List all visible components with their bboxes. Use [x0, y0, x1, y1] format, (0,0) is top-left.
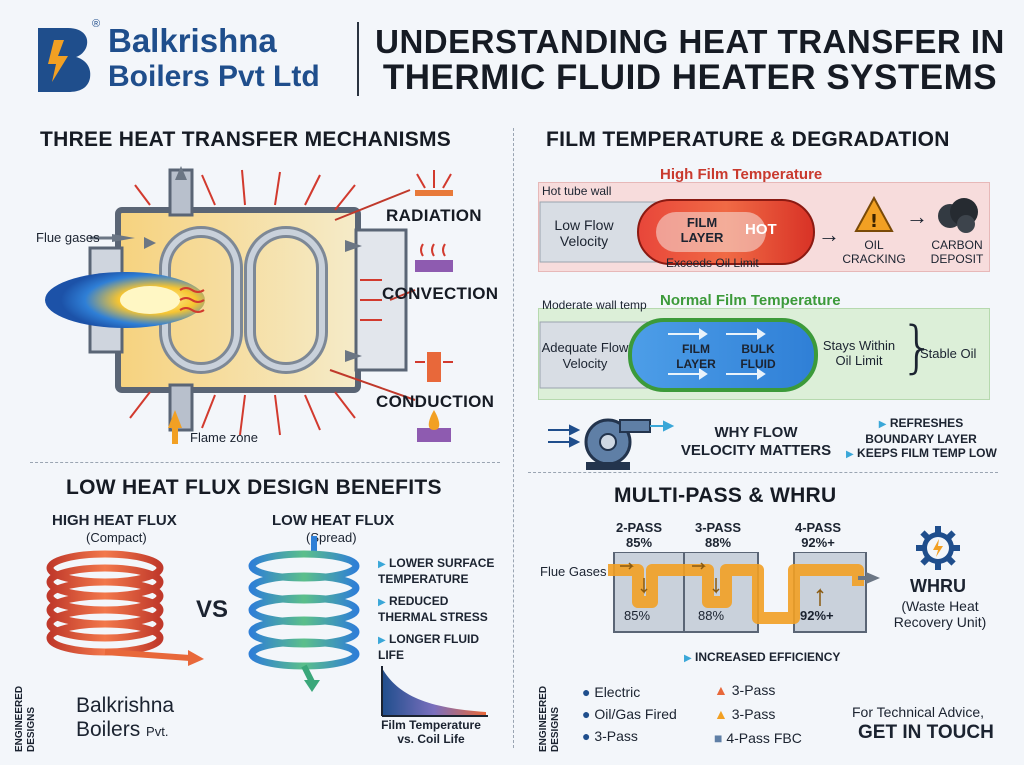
carbon-deposit-icon — [938, 198, 978, 233]
convection-label: CONVECTION — [382, 284, 499, 303]
registered-mark: ® — [92, 18, 101, 30]
bullet-triangle-icon: ▶ — [684, 653, 692, 664]
design-3pass-b: ▲ 3-Pass — [714, 682, 776, 698]
normal-film-title: Normal Film Temperature — [660, 292, 841, 309]
inner-88: 88% — [698, 608, 725, 623]
flame-zone-label: Flame zone — [190, 430, 258, 445]
dot-icon: ● — [582, 684, 591, 700]
radiation-label: RADIATION — [386, 206, 482, 225]
film-layer-label: FILM LAYER — [680, 215, 724, 245]
vs-label: VS — [196, 596, 229, 623]
spread-coil — [248, 536, 360, 692]
flame-icon: ▲ — [714, 682, 728, 698]
inner-92: 92%+ — [800, 608, 834, 623]
high-film-tube — [539, 199, 815, 265]
engineered-designs-vertical-left: ENGINEERED DESIGNS — [14, 685, 37, 752]
normal-film-tube — [539, 318, 818, 392]
design-4pass-fbc: ■ 4-Pass FBC — [714, 730, 802, 746]
arrow-to-cracking: → — [818, 222, 840, 247]
design-oilgas: ● Oil/Gas Fired — [582, 706, 677, 722]
design-3pass-c: ▲ 3-Pass — [714, 706, 776, 722]
brand-name-line2: Boilers Pvt Ltd — [108, 60, 320, 93]
increased-efficiency: ▶ INCREASED EFFICIENCY — [684, 650, 841, 664]
bullet-triangle-icon: ▶ — [378, 559, 386, 570]
bullet-triangle-icon: ▶ — [846, 449, 854, 460]
keeps-low-bullet: ▶ KEEPS FILM TEMP LOW — [846, 446, 997, 460]
whru-full-label: (Waste Heat Recovery Unit) — [893, 598, 987, 630]
warning-icon: ! — [854, 195, 894, 232]
brand-name-line1: Balkrishna — [108, 22, 277, 59]
pump-icon — [548, 418, 675, 470]
flux-title: LOW HEAT FLUX DESIGN BENEFITS — [66, 476, 442, 499]
left-horizontal-divider — [30, 462, 500, 463]
drop-icon: ▲ — [714, 706, 728, 722]
stable-oil-label: Stable Oil — [920, 346, 977, 361]
low-flow-label: Low Flow Velocity — [554, 217, 614, 249]
life-curve-graph — [381, 666, 488, 717]
contact-cta[interactable]: GET IN TOUCH — [858, 722, 994, 743]
why-flow-label: WHY FLOW VELOCITY MATTERS — [680, 424, 832, 459]
logo-b-icon — [38, 28, 91, 92]
right-horizontal-divider — [528, 472, 998, 473]
compact-label: (Compact) — [86, 530, 147, 545]
film-title: FILM TEMPERATURE & DEGRADATION — [546, 128, 950, 151]
conduction-label: CONDUCTION — [376, 392, 495, 411]
page-title-line1: UNDERSTANDING HEAT TRANSFER IN — [375, 23, 1005, 60]
benefit3: ▶ LONGER FLUID LIFE — [378, 632, 480, 662]
design-electric: ● Electric — [582, 684, 641, 700]
bullet-triangle-icon: ▶ — [378, 597, 386, 608]
heater-diagram — [45, 166, 453, 444]
mechanisms-title: THREE HEAT TRANSFER MECHANISMS — [40, 128, 452, 151]
bulk-fluid-label: BULK FLUID — [740, 342, 776, 371]
engineered-designs-vertical-right: ENGINEERED DESIGNS — [538, 685, 561, 752]
flue-gases-label: Flue gases — [36, 230, 100, 245]
svg-text:!: ! — [870, 211, 878, 232]
inner-85: 85% — [624, 608, 651, 623]
film-layer2-label: FILM LAYER — [676, 342, 716, 371]
design-3pass: ● 3-Pass — [582, 728, 638, 744]
brand-footer-line2: Boilers Pvt. — [76, 718, 169, 741]
spread-label: (Spread) — [306, 530, 357, 545]
graph-caption: Film Temperature vs. Coil Life — [381, 718, 481, 746]
multipass-diagram — [608, 552, 880, 633]
whru-gear-icon — [916, 526, 960, 570]
adequate-flow-label: Adequate Flow Velocity — [541, 340, 629, 371]
brand-logo — [34, 24, 96, 94]
moderate-wall-label: Moderate wall temp — [542, 298, 647, 312]
dot-icon: ● — [582, 706, 591, 722]
bullet-triangle-icon: ▶ — [378, 635, 386, 646]
hot-tube-wall-label: Hot tube wall — [542, 184, 612, 198]
bullet-triangle-icon: ▶ — [878, 419, 887, 430]
benefit2: ▶ REDUCED THERMAL STRESS — [378, 594, 488, 624]
brace: } — [900, 315, 936, 380]
fbc-icon: ■ — [714, 730, 723, 746]
hot-label: HOT — [745, 221, 777, 238]
refreshes-bullet: ▶ REFRESHES BOUNDARY LAYER — [865, 416, 977, 446]
high-flux-label: HIGH HEAT FLUX — [52, 512, 177, 529]
arrow-to-carbon: → — [906, 204, 928, 229]
multipass-title: MULTI-PASS & WHRU — [614, 484, 837, 507]
advice-label: For Technical Advice, — [852, 704, 985, 720]
low-flux-label: LOW HEAT FLUX — [272, 512, 395, 529]
oil-cracking-label: OIL CRACKING — [842, 238, 906, 266]
carbon-deposit-label: CARBON DEPOSIT — [930, 238, 984, 266]
vertical-divider — [513, 128, 514, 748]
page-title-line2: THERMIC FLUID HEATER SYSTEMS — [382, 58, 998, 97]
benefit1: ▶ LOWER SURFACE TEMPERATURE — [378, 556, 495, 586]
compact-coil — [46, 550, 204, 666]
exceeds-label: Exceeds Oil Limit — [666, 256, 759, 270]
stays-within-label: Stays Within Oil Limit — [822, 338, 896, 368]
mp-flue-gases-label: Flue Gases — [540, 564, 607, 579]
brand-footer-line1: Balkrishna — [76, 694, 175, 717]
dot-icon: ● — [582, 728, 591, 744]
whru-label: WHRU — [910, 576, 966, 596]
header-divider — [357, 22, 359, 96]
high-film-title: High Film Temperature — [660, 166, 823, 183]
